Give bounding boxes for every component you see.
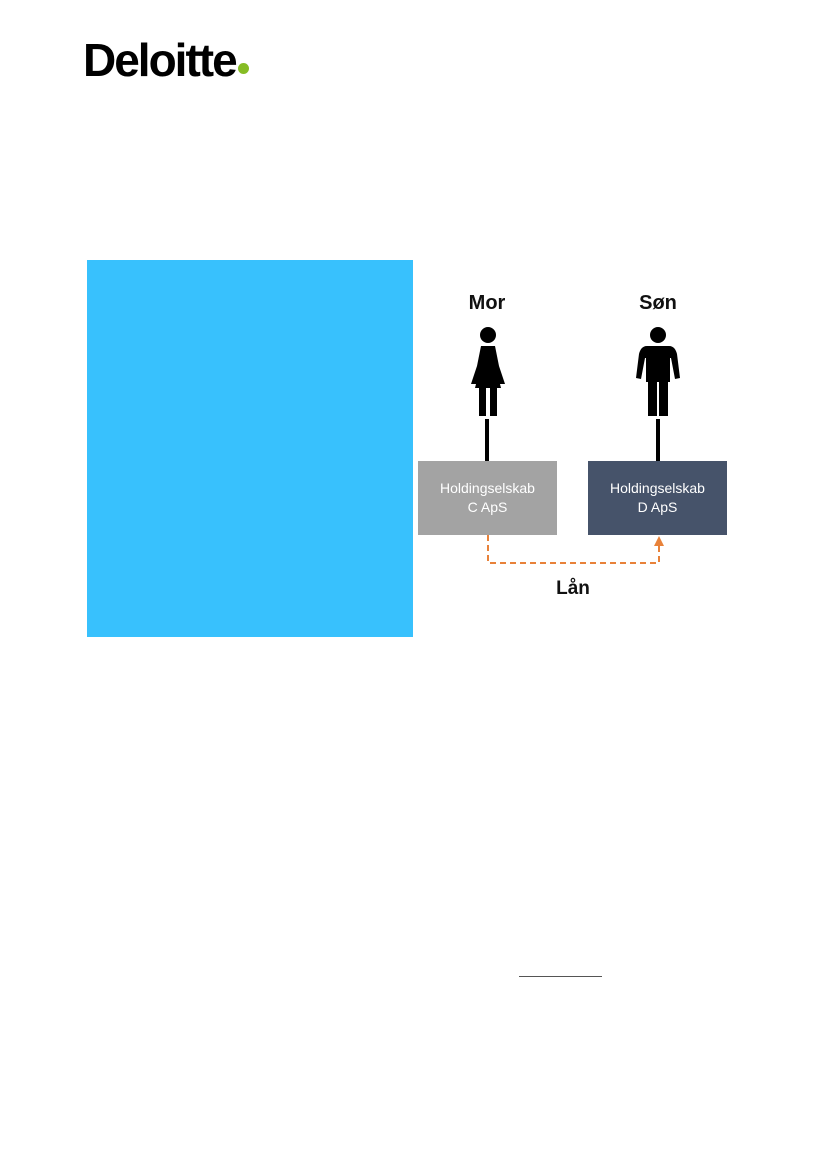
woman-icon <box>471 327 505 416</box>
loan-arrow <box>487 535 664 564</box>
ownership-line-mor <box>485 419 489 461</box>
logo-dot <box>237 63 249 74</box>
company-d-line1: Holdingselskab <box>610 480 705 496</box>
company-d-line2: D ApS <box>637 499 678 515</box>
footnote-rule <box>519 976 602 977</box>
deloitte-logo: Deloitte <box>83 34 249 86</box>
ownership-line-son <box>656 419 660 461</box>
person-label-son: Søn <box>639 292 677 314</box>
person-label-mor: Mor <box>468 292 506 314</box>
company-box-c: Holdingselskab C ApS <box>418 461 557 535</box>
loan-label: Lån <box>556 578 590 599</box>
company-c-line2: C ApS <box>467 499 508 515</box>
blue-panel <box>87 260 413 637</box>
company-box-d: Holdingselskab D ApS <box>588 461 727 535</box>
man-icon <box>636 327 680 416</box>
logo-text: Deloitte <box>83 34 238 86</box>
company-c-line1: Holdingselskab <box>440 480 535 496</box>
